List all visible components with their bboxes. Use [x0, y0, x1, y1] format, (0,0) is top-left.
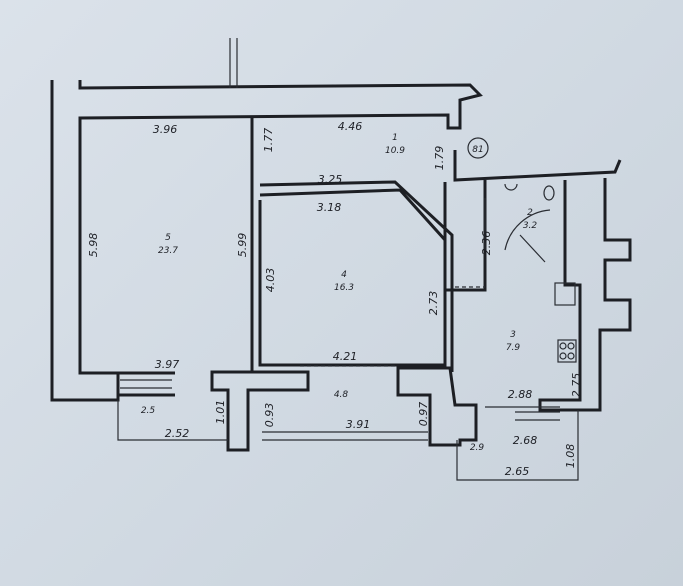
dim-label: 3.96 [153, 123, 178, 136]
room-3-area: 7.9 [506, 343, 521, 353]
dim-label: 1.77 [262, 128, 275, 153]
dim-label: 5.98 [87, 233, 100, 258]
dim-label: 0.93 [263, 403, 276, 428]
dim-label: 2.75 [570, 373, 583, 398]
room-2-area: 3.2 [523, 221, 538, 231]
balcony-middle-area: 4.8 [334, 390, 349, 400]
dim-label: 2.88 [508, 388, 533, 401]
stove-icon [557, 339, 577, 363]
dim-label: 1.79 [433, 146, 446, 171]
room-2-number: 2 [527, 208, 533, 218]
dim-label: 3.91 [346, 418, 371, 431]
room-4-area: 16.3 [334, 283, 354, 293]
sink-icon [554, 282, 576, 306]
dim-label: 2.73 [427, 291, 440, 316]
apartment-number: 81 [472, 145, 483, 155]
dim-label: 1.08 [564, 444, 577, 469]
dim-label: 4.46 [338, 120, 363, 133]
dim-label: 2.65 [505, 465, 530, 478]
room-4-number: 4 [341, 270, 347, 280]
room-3-number: 3 [510, 330, 516, 340]
room-5-area: 23.7 [158, 246, 178, 256]
room-1-number: 1 [392, 133, 398, 143]
dim-label: 0.97 [417, 402, 430, 427]
walls [50, 38, 632, 481]
dim-label: 1.01 [214, 400, 227, 425]
balcony-left-area: 2.5 [141, 406, 156, 416]
balcony-right-area: 2.9 [470, 443, 485, 453]
dim-label: 5.99 [236, 233, 249, 258]
dim-label: 2.52 [165, 427, 190, 440]
washbasin-icon [504, 183, 518, 191]
dim-label: 4.03 [264, 268, 277, 293]
toilet-icon [543, 185, 555, 201]
dim-label: 2.36 [480, 231, 493, 256]
room-labels: 1 10.9 2 3.2 3 7.9 4 16.3 5 23.7 2.5 4.8… [141, 133, 538, 453]
dim-label: 3.25 [318, 173, 343, 186]
dim-label: 2.68 [513, 434, 538, 447]
fixtures [504, 183, 577, 363]
room-1-area: 10.9 [385, 146, 405, 156]
dim-label: 3.97 [155, 358, 180, 371]
dimensions: 3.96 4.46 1.77 1.79 3.25 3.18 5.98 5.99 … [87, 120, 583, 478]
room-5-number: 5 [165, 233, 171, 243]
apartment-marker: 81 [467, 137, 489, 159]
dim-label: 4.21 [333, 350, 358, 363]
dim-label: 3.18 [317, 201, 342, 214]
